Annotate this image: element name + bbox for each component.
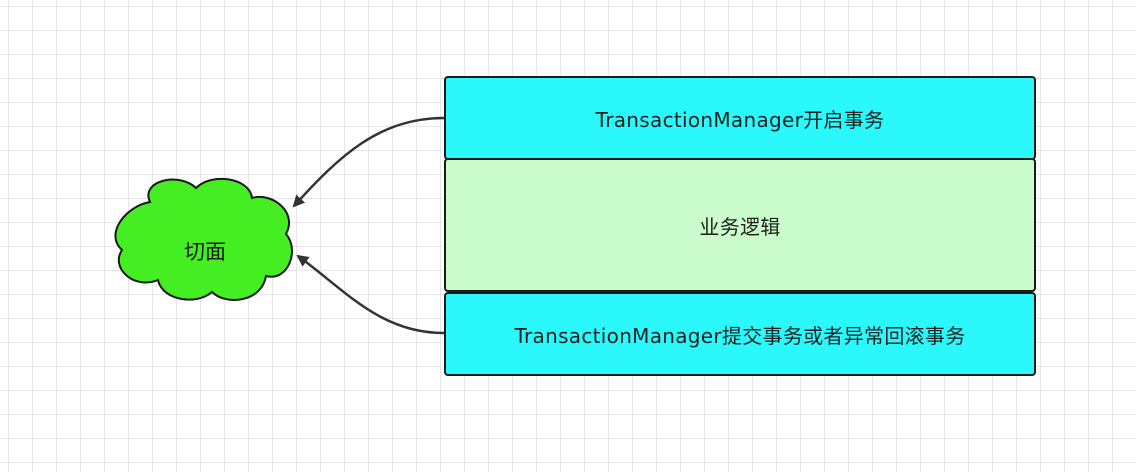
cloud-label: 切面: [184, 240, 226, 264]
box-business-logic: 业务逻辑: [444, 158, 1036, 292]
arrow-commit-to-aspect: [296, 254, 445, 335]
box-commit-or-rollback: TransactionManager提交事务或者异常回滚事务: [444, 292, 1036, 376]
cloud-shape: [114, 177, 293, 301]
box-start-transaction: TransactionManager开启事务: [444, 76, 1036, 160]
arrow-start-to-aspect: [292, 116, 445, 208]
